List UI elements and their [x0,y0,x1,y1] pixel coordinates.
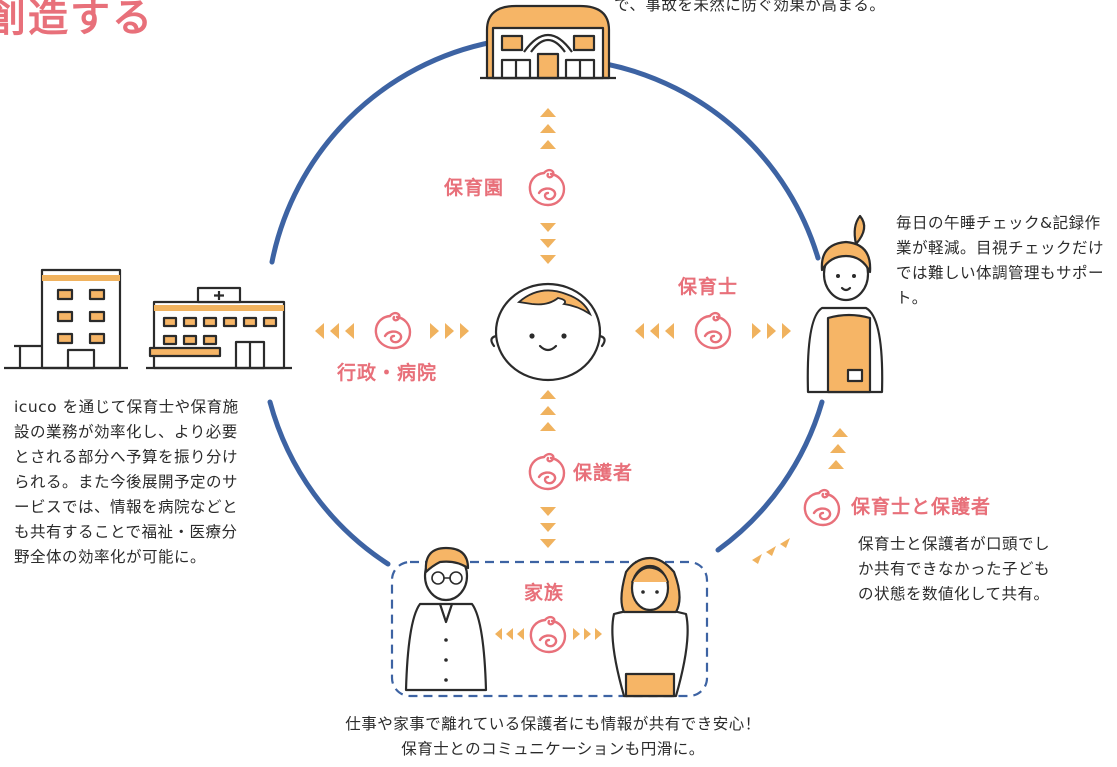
description-caregiver: 毎日の午睡チェック&記録作業が軽減。目視チェックだけでは難しい体調管理もサポート… [896,214,1105,307]
description-family: 仕事や家事で離れている保護者にも情報が共有でき安心！保育士とのコミュニケーション… [345,715,761,758]
mother-illustration [611,556,689,698]
arrow-guardian-up [540,390,556,431]
family-group-box [390,560,709,698]
relationship-circle [267,39,825,567]
hospital-building-icon [146,286,292,370]
arrow-caregiver-guardian-down [752,538,790,564]
label-guardian: 保護者 [573,462,634,484]
arrow-guardian-down [540,507,556,548]
description-caregiver-guardian: 保育士と保護者が口頭でしか共有できなかった子どもの状態を数値化して共有。 [858,535,1051,603]
arrow-caregiver-left [635,323,674,339]
label-caregiver: 保育士 [678,276,739,298]
label-caregiver-guardian: 保育士と保護者 [851,496,992,518]
label-government-hospital: 行政・病院 [337,362,438,384]
arrow-family-left [495,628,524,640]
government-building-icon [4,268,128,370]
arrow-caregiver-right [752,323,791,339]
arrow-nursery-down [540,223,556,264]
headline: 創造する [0,0,154,41]
baby-face-icon [529,615,567,654]
nursery-building-icon [480,4,616,80]
label-nursery: 保育園 [444,177,505,199]
arrow-gov-right [430,323,469,339]
arrow-family-right [573,628,602,640]
baby-illustration [490,282,606,382]
arrow-caregiver-guardian-up [828,428,848,469]
arrow-nursery-up [540,108,556,149]
arrow-gov-left [315,323,354,339]
baby-face-icon [528,168,566,207]
baby-face-icon [374,311,412,350]
baby-face-icon [694,311,732,350]
description-top-right: で、事故を未然に防ぐ効果が高まる。 [614,0,886,14]
label-family: 家族 [524,582,565,604]
description-government-hospital: icuco を通じて保育士や保育施設の業務が効率化し、より必要とされる部分へ予算… [14,398,239,566]
father-illustration [404,546,488,692]
baby-face-icon [803,488,841,527]
caregiver-illustration [806,214,884,394]
baby-face-icon [528,452,566,491]
